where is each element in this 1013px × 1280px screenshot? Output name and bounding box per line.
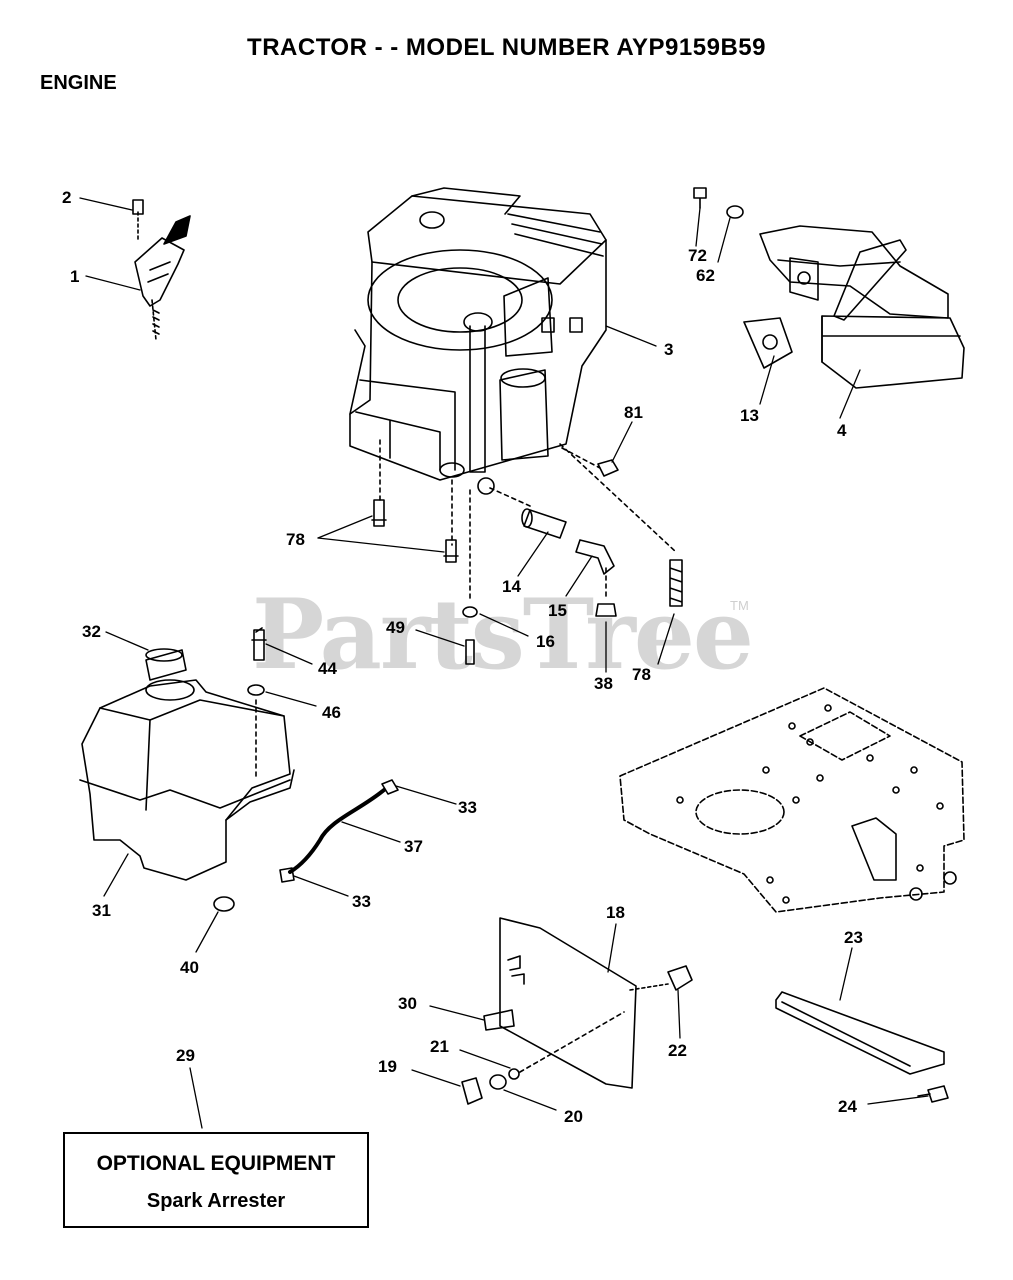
callout-30: 30 xyxy=(398,994,417,1013)
callout-2: 2 xyxy=(62,188,71,207)
assembly-lines xyxy=(379,439,677,601)
muffler-part xyxy=(693,187,965,389)
watermark-trademark: TM xyxy=(730,598,749,613)
throttle-control-part xyxy=(132,199,191,341)
callout-3: 3 xyxy=(664,340,673,359)
fuel-tank-part xyxy=(79,627,399,912)
callout-31: 31 xyxy=(92,901,111,920)
callout-44: 44 xyxy=(318,659,337,678)
callout-18: 18 xyxy=(606,903,625,922)
callout-40: 40 xyxy=(180,958,199,977)
callout-19: 19 xyxy=(378,1057,397,1076)
callout-78-b: 78 xyxy=(632,665,651,684)
engine-part xyxy=(349,187,607,495)
engine-shield-part xyxy=(461,917,693,1105)
optional-equipment-item: Spark Arrester xyxy=(146,1190,286,1212)
optional-equipment-title: OPTIONAL EQUIPMENT xyxy=(96,1152,336,1175)
page-title: TRACTOR - - MODEL NUMBER AYP9159B59 xyxy=(247,34,766,61)
callout-33-a: 33 xyxy=(458,798,477,817)
section-label: ENGINE xyxy=(40,72,117,94)
leader-lines xyxy=(79,197,929,1129)
callout-4: 4 xyxy=(837,421,847,440)
callout-22: 22 xyxy=(668,1041,687,1060)
callout-15: 15 xyxy=(548,601,567,620)
callout-29: 29 xyxy=(176,1046,195,1065)
callout-24: 24 xyxy=(838,1097,857,1116)
callout-62: 62 xyxy=(696,266,715,285)
callout-72: 72 xyxy=(688,246,707,265)
callout-81: 81 xyxy=(624,403,643,422)
callout-78-a: 78 xyxy=(286,530,305,549)
callout-32: 32 xyxy=(82,622,101,641)
callout-14: 14 xyxy=(502,577,521,596)
optional-equipment-box: OPTIONAL EQUIPMENT Spark Arrester xyxy=(63,1132,369,1228)
callout-23: 23 xyxy=(844,928,863,947)
callout-labels: 2 1 3 4 13 72 62 81 78 14 15 16 49 38 78… xyxy=(62,188,863,1126)
callout-38: 38 xyxy=(594,674,613,693)
chassis-plate-part xyxy=(619,687,965,913)
callout-33-b: 33 xyxy=(352,892,371,911)
callout-49: 49 xyxy=(386,618,405,637)
callout-16: 16 xyxy=(536,632,555,651)
callout-20: 20 xyxy=(564,1107,583,1126)
callout-21: 21 xyxy=(430,1037,449,1056)
callout-37: 37 xyxy=(404,837,423,856)
callout-13: 13 xyxy=(740,406,759,425)
cover-plate-part xyxy=(775,991,949,1103)
callout-46: 46 xyxy=(322,703,341,722)
engine-hardware xyxy=(371,459,683,665)
callout-1: 1 xyxy=(70,267,79,286)
